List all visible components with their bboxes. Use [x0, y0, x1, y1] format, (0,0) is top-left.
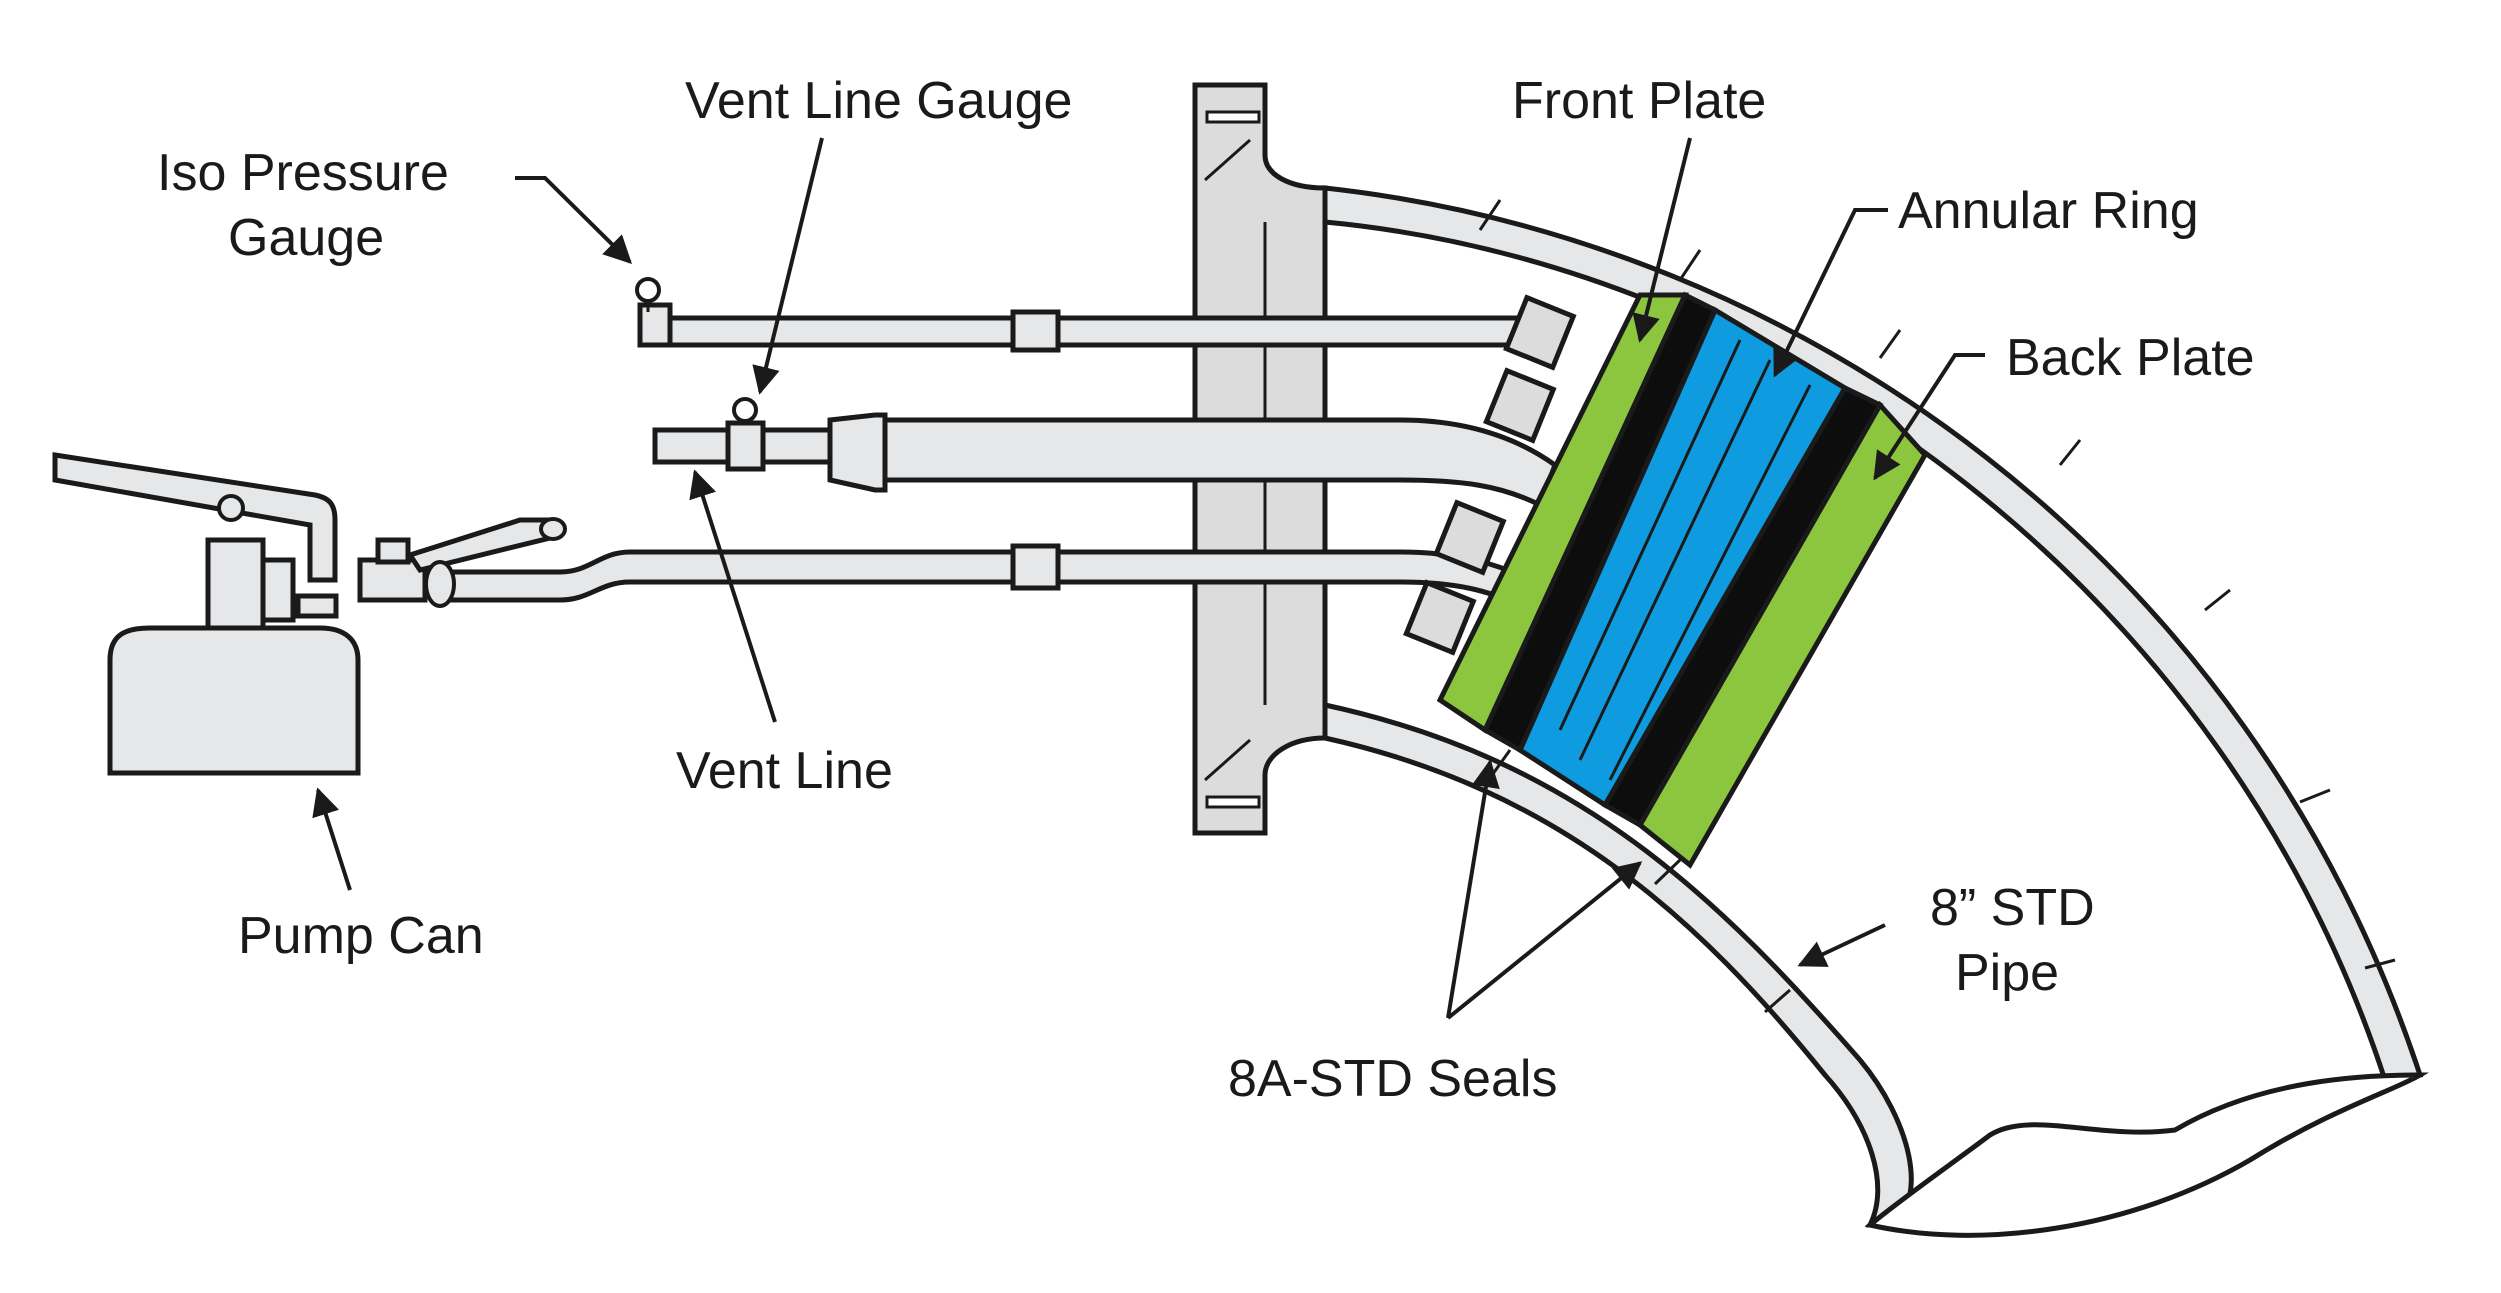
- label-vent-line: Vent Line: [676, 742, 893, 800]
- label-iso-pressure-gauge-line2: Gauge: [228, 209, 384, 267]
- label-pump-can: Pump Can: [238, 907, 484, 965]
- vent-line: [652, 397, 1559, 509]
- label-pipe-line2: Pipe: [1955, 944, 2059, 1002]
- label-vent-line-gauge: Vent Line Gauge: [685, 72, 1072, 130]
- label-back-plate: Back Plate: [2006, 329, 2255, 387]
- front-plate: [1436, 292, 1689, 734]
- pump-line: [447, 543, 1534, 609]
- bolts: [1403, 294, 1577, 656]
- label-pipe-line1: 8” STD: [1930, 879, 2095, 937]
- label-front-plate: Front Plate: [1512, 72, 1766, 130]
- pump-can: [52, 452, 567, 776]
- label-iso-pressure-gauge-line1: Iso Pressure: [157, 144, 449, 202]
- isolation-tool: [1403, 291, 1929, 869]
- leader-lines: [312, 137, 1985, 1020]
- label-annular-ring: Annular Ring: [1898, 182, 2199, 240]
- label-seals: 8A-STD Seals: [1228, 1050, 1557, 1108]
